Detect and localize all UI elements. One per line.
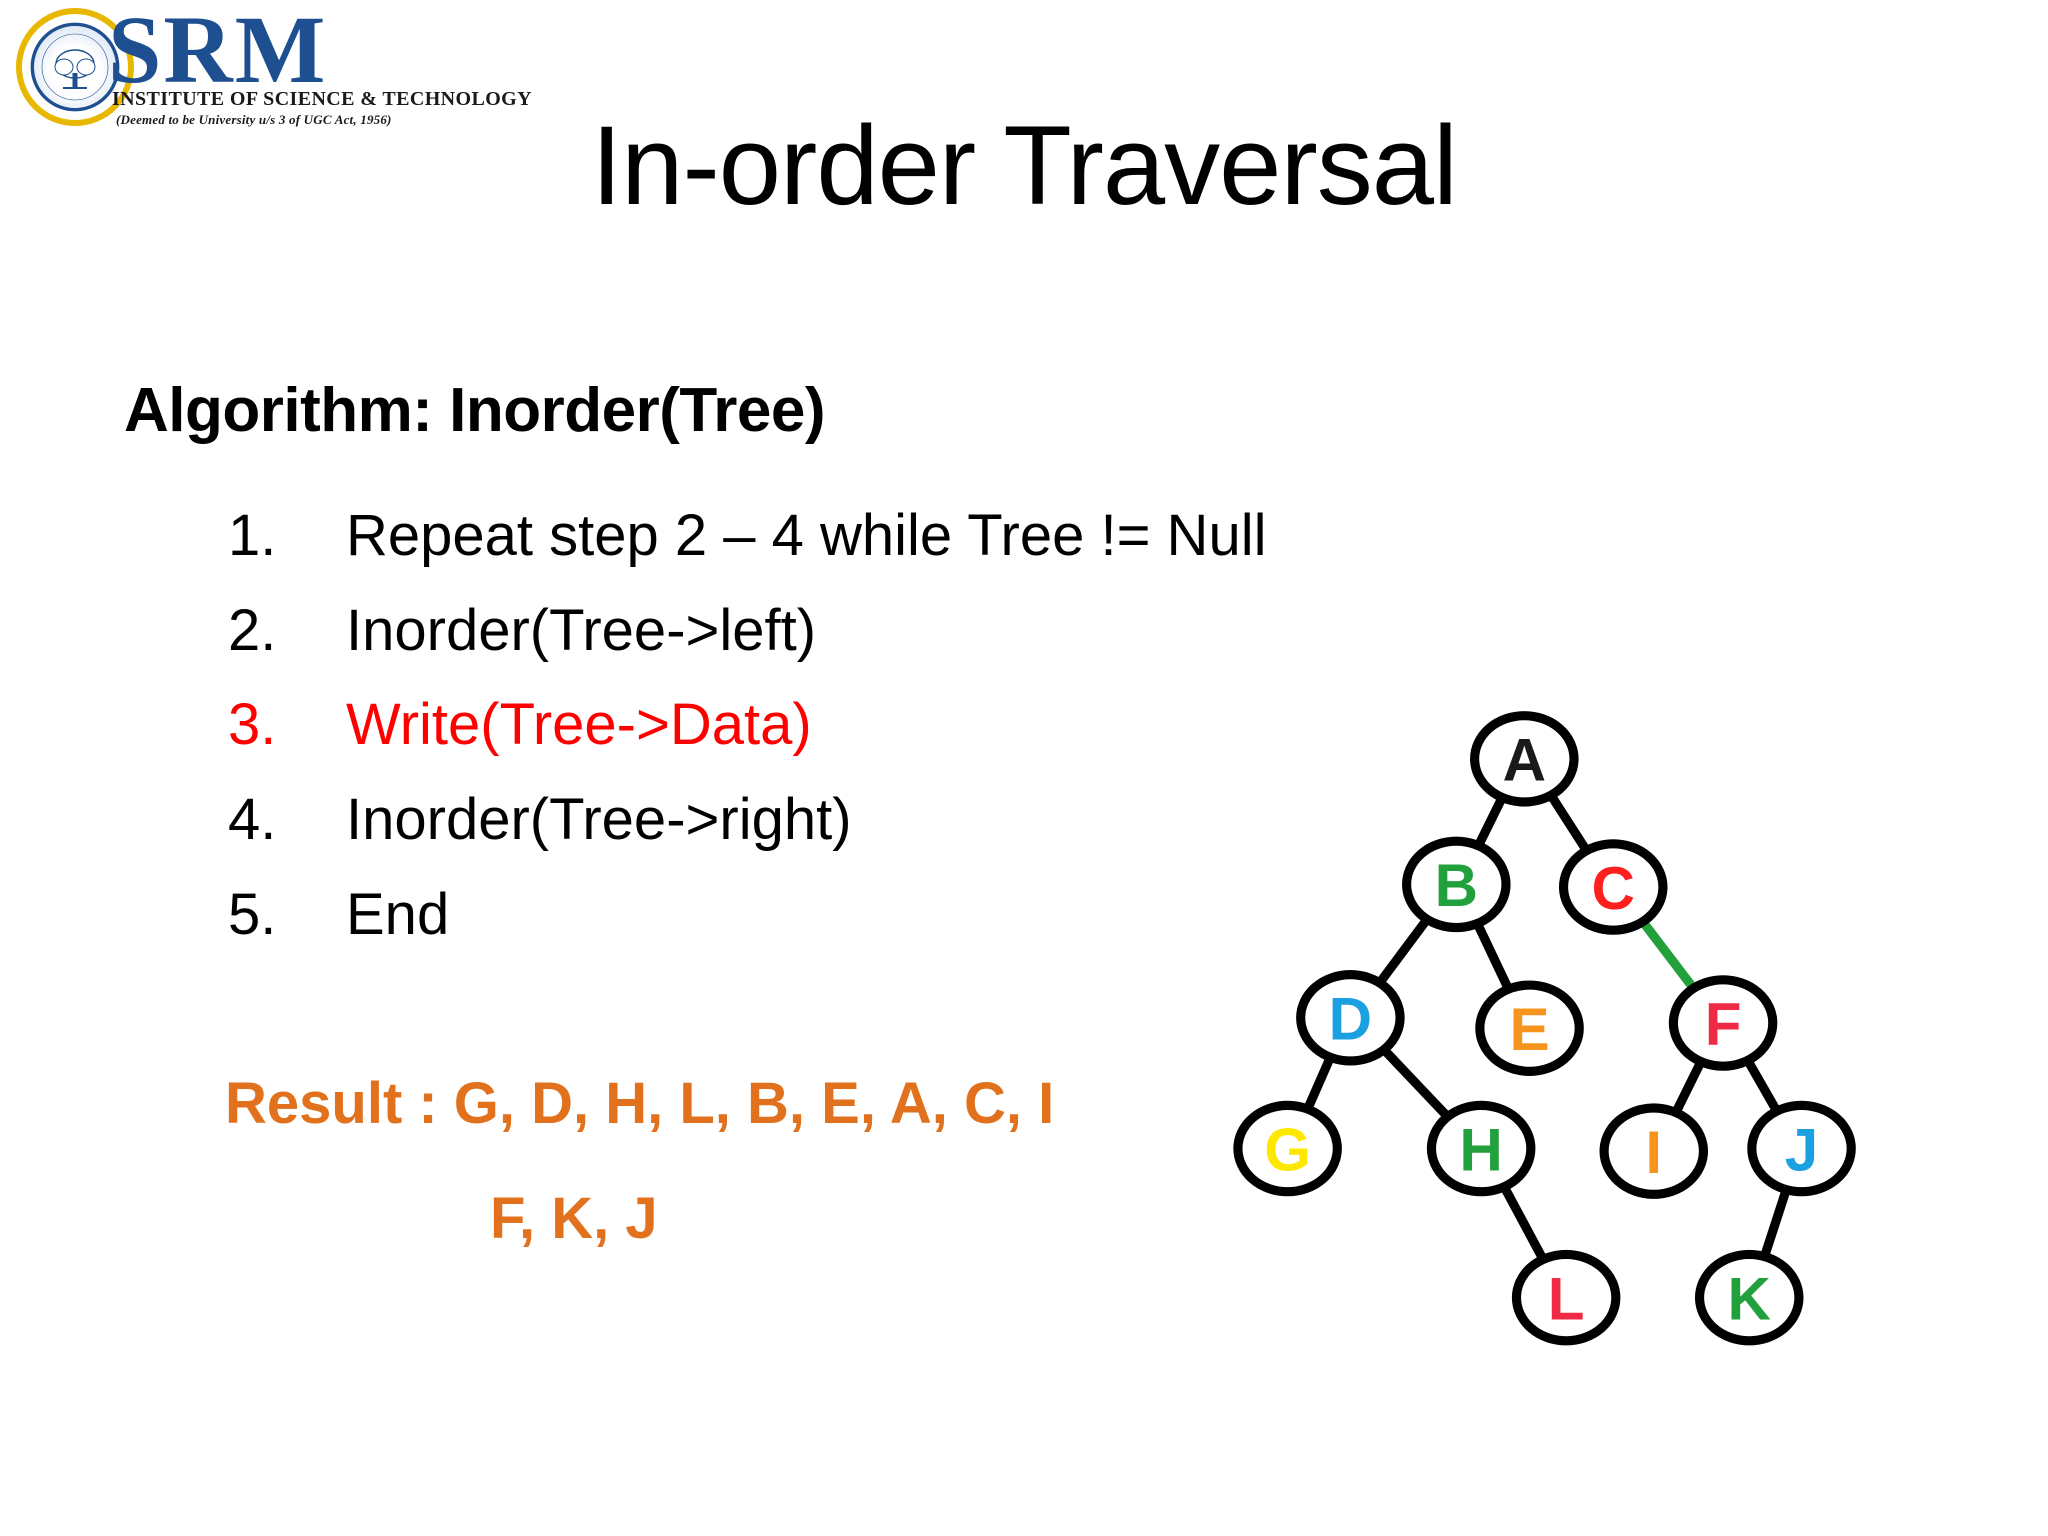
list-item: 2. Inorder(Tree->left) xyxy=(228,597,1628,663)
logo-subtitle-deemed: (Deemed to be University u/s 3 of UGC Ac… xyxy=(116,112,392,127)
tree-node-circle-E xyxy=(1475,980,1584,1076)
step-text: Inorder(Tree->right) xyxy=(346,786,852,852)
tree-svg: AB C D E F G H I J L K xyxy=(1233,711,1856,1346)
tree-edge-A-B xyxy=(1473,792,1508,852)
tree-node-F[interactable]: F xyxy=(1668,975,1778,1071)
tree-node-label-H: H xyxy=(1459,1116,1502,1183)
tree-node-label-C: C xyxy=(1592,855,1635,922)
tree-node-label-I: I xyxy=(1645,1119,1662,1186)
tree-node-circle-K xyxy=(1694,1249,1804,1346)
srm-seal-icon xyxy=(16,8,134,126)
logo-wordmark: SRM xyxy=(108,0,328,103)
step-number: 3. xyxy=(228,692,277,758)
tree-node-C[interactable]: C xyxy=(1558,839,1668,935)
seal-ring-text xyxy=(30,22,120,112)
tree-node-label-A: A xyxy=(1503,727,1546,794)
tree-node-E[interactable]: E xyxy=(1475,980,1584,1076)
tree-node-B[interactable]: B xyxy=(1402,836,1511,933)
algorithm-heading: Algorithm: Inorder(Tree) xyxy=(124,376,826,445)
tree-node-D[interactable]: D xyxy=(1296,970,1405,1066)
tree-nodes: AB C D E F G H I J L K xyxy=(1233,711,1856,1346)
tree-edge-F-J xyxy=(1742,1055,1782,1117)
algorithm-steps-list: 1. Repeat step 2 – 4 while Tree != Null … xyxy=(228,503,1628,978)
tree-node-label-E: E xyxy=(1509,996,1549,1063)
tree-emblem-icon xyxy=(54,49,96,90)
tree-node-circle-A xyxy=(1470,711,1579,807)
tree-node-label-G: G xyxy=(1264,1116,1311,1183)
tree-node-circle-L xyxy=(1511,1249,1621,1346)
tree-node-circle-F xyxy=(1668,975,1778,1071)
result-line-2: F, K, J xyxy=(490,1186,658,1251)
tree-edge-A-C xyxy=(1545,789,1592,857)
tree-node-label-K: K xyxy=(1728,1265,1771,1332)
tree-node-circle-J xyxy=(1747,1100,1856,1197)
step-text: End xyxy=(346,881,450,947)
list-item: 5. End xyxy=(228,881,1628,947)
tree-node-circle-G xyxy=(1233,1100,1342,1197)
tree-node-label-J: J xyxy=(1785,1116,1818,1183)
tree-node-label-D: D xyxy=(1329,986,1372,1053)
tree-edge-F-I xyxy=(1670,1056,1706,1118)
step-text: Inorder(Tree->left) xyxy=(346,597,817,663)
list-item: 3. Write(Tree->Data) xyxy=(228,694,1628,757)
tree-edge-B-E xyxy=(1472,918,1514,995)
tree-node-A[interactable]: A xyxy=(1470,711,1579,807)
tree-edge-D-G xyxy=(1302,1052,1336,1115)
tree-edge-J-K xyxy=(1759,1184,1791,1262)
tree-edge-D-H xyxy=(1378,1043,1454,1123)
tree-node-K[interactable]: K xyxy=(1694,1249,1804,1346)
tree-node-L[interactable]: L xyxy=(1511,1249,1621,1346)
tree-node-circle-C xyxy=(1558,839,1668,935)
logo-subtitle-institute: INSTITUTE OF SCIENCE & TECHNOLOGY xyxy=(112,88,532,110)
tree-node-label-L: L xyxy=(1548,1265,1585,1332)
tree-node-circle-B xyxy=(1402,836,1511,933)
tree-node-G[interactable]: G xyxy=(1233,1100,1342,1197)
tree-edge-B-D xyxy=(1374,913,1433,989)
result-line-1: Result : G, D, H, L, B, E, A, C, I xyxy=(225,1071,1055,1136)
tree-edge-C-F xyxy=(1637,915,1699,995)
tree-node-I[interactable]: I xyxy=(1599,1103,1709,1199)
step-number: 1. xyxy=(228,503,277,568)
tree-node-circle-I xyxy=(1599,1103,1709,1199)
step-number: 5. xyxy=(228,881,277,947)
list-item: 1. Repeat step 2 – 4 while Tree != Null xyxy=(228,503,1628,568)
tree-node-circle-H xyxy=(1426,1100,1536,1197)
step-number: 2. xyxy=(228,597,277,663)
step-text: Write(Tree->Data) xyxy=(346,692,812,758)
tree-node-label-F: F xyxy=(1705,991,1742,1058)
tree-node-circle-D xyxy=(1296,970,1405,1066)
tree-edge-H-L xyxy=(1499,1181,1549,1265)
tree-node-H[interactable]: H xyxy=(1426,1100,1536,1197)
step-text: Repeat step 2 – 4 while Tree != Null xyxy=(346,503,1267,568)
step-number: 4. xyxy=(228,786,277,852)
tree-node-label-B: B xyxy=(1435,852,1478,919)
page-title: In-order Traversal xyxy=(591,103,1458,228)
tree-node-J[interactable]: J xyxy=(1747,1100,1856,1197)
srm-logo: SRM INSTITUTE OF SCIENCE & TECHNOLOGY (D… xyxy=(8,0,532,142)
tree-edges xyxy=(1302,789,1791,1265)
list-item: 4. Inorder(Tree->right) xyxy=(228,786,1628,852)
